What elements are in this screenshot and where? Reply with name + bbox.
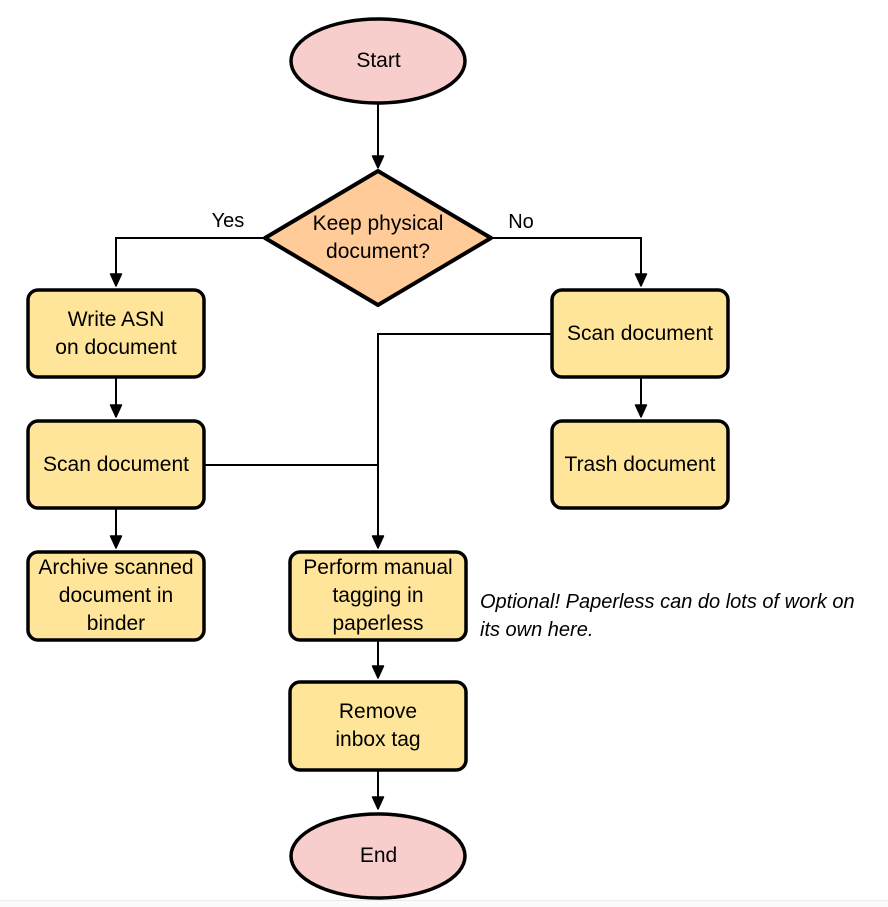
node-end: [289, 812, 467, 900]
edge-decision-yes: [109, 237, 265, 287]
node-archive-binder: [26, 550, 206, 642]
bottom-window-edge: [0, 900, 888, 907]
node-scan-document-right: [550, 288, 730, 379]
edge-decision-no: [491, 237, 648, 287]
node-write-asn: [26, 288, 206, 379]
node-trash-document: [550, 419, 730, 510]
edge-label-no: No: [508, 211, 534, 233]
node-perform-tagging: [288, 550, 468, 642]
node-remove-inbox-tag: [288, 680, 468, 772]
annotation-optional-note: Optional! Paperless can do lots of work …: [480, 591, 855, 641]
edge-scanright-to-tagging: [371, 333, 552, 549]
node-scan-document-left: [26, 419, 206, 510]
node-decision-keep-physical: [263, 169, 493, 307]
edge-label-yes: Yes: [211, 210, 245, 232]
node-start: [289, 17, 467, 105]
